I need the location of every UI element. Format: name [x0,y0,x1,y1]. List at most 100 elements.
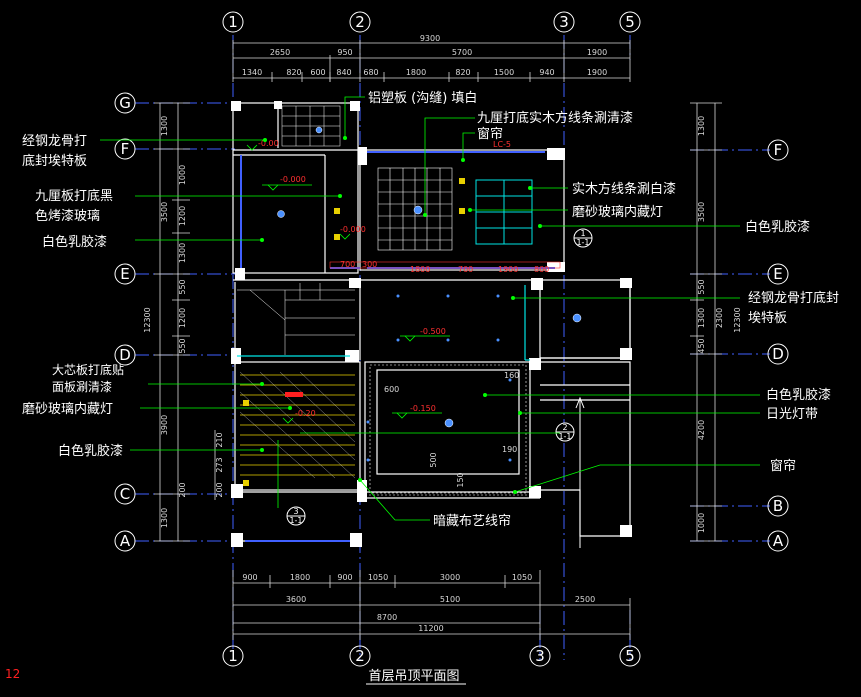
axis-bubbles-bottom [222,645,641,667]
dim-right-7: 1000 [697,513,706,533]
dim-left-inner-210: 210 [215,432,224,447]
section-2-number: 2 [562,423,567,432]
axis-top-1: 1 [228,13,238,31]
wall-sconces [243,178,465,486]
level-1: -0.000 [280,175,306,184]
label-curtain-right: 窗帘 [770,458,796,474]
dim-top-total: 9300 [420,34,440,43]
section-3-ref: 1-1 [289,516,302,525]
dim-top-r1-1: 950 [337,48,352,57]
dim-left-6: 550 [178,338,187,353]
hidden-curtain-lines [365,364,528,496]
axis-bubbles-top [222,11,641,33]
label-steel-keel-left-2: 底封埃特板 [22,153,87,169]
dining-pendant-lamp [285,392,303,397]
dim-top-r2-7: 1500 [494,68,514,77]
axis-bubbles-left [114,92,136,552]
dim-right-4: 2300 [715,308,724,328]
dim-bot-r2-2: 2500 [575,595,595,604]
axis-right-F: F [774,141,783,159]
walls [232,102,631,542]
top-dimension-lines [232,40,631,82]
dim-bot-r1-5: 1050 [512,573,532,582]
dim-top-r2-9: 1900 [587,68,607,77]
axis-bottom-2: 2 [355,647,365,665]
label-solid-wood-white: 实木方线条涮白漆 [572,181,676,197]
axis-bottom-3: 3 [535,647,545,665]
label-white-latex-left-2: 白色乳胶漆 [58,443,123,459]
axis-bubbles-right [767,139,789,552]
section-1-number: 1 [580,229,585,238]
dim-top-r1-3: 1900 [587,48,607,57]
axis-grid-lines [135,35,770,660]
dim-bot-r2-1: 5100 [440,595,460,604]
dim-top-r2-4: 680 [363,68,378,77]
label-hidden-curtain: 暗藏布艺线帘 [433,513,511,529]
axis-top-5: 5 [625,13,635,31]
level-2: -0.000 [340,225,366,234]
label-white-latex-left-1: 白色乳胶漆 [42,234,107,250]
upper-left-grid [281,105,341,147]
dim-bot-r2-0: 3600 [286,595,306,604]
label-nine-ply-wood: 九厘打底实木方线条涮清漆 [477,110,633,126]
label-nine-ply-black-1: 九厘板打底黑 [35,188,113,204]
label-blockboard-2: 面板涮清漆 [52,380,112,394]
light-fixtures [277,126,582,428]
dim-left-7: 3900 [160,415,169,435]
bottom-dimension-lines [232,570,631,640]
axis-left-F: F [121,140,130,158]
section-markers [286,228,593,526]
page-number: 12 [5,667,20,681]
dim-top-r1-0: 2650 [270,48,290,57]
dim-left-3: 1300 [178,243,187,263]
label-blockboard-1: 大芯板打底贴 [52,362,124,377]
label-daylight-strip: 日光灯带 [766,407,818,422]
section-3-number: 3 [293,507,298,516]
dim-top-r1-2: 5700 [452,48,472,57]
level-markers [246,144,450,424]
inner-dim-150: 150 [456,472,465,487]
strip-dim-3: 700 [458,265,473,274]
dim-top-r2-5: 1800 [406,68,426,77]
dim-bot-r3: 8700 [377,613,397,622]
dim-top-r2-8: 940 [539,68,554,77]
label-steel-keel-right-2: 埃特板 [748,311,787,326]
dim-left-2: 1200 [178,206,187,226]
right-dimension-lines [690,102,722,542]
inner-dim-600: 600 [384,385,399,394]
strip-dim-2: 1800 [410,265,430,274]
level-5: -0.00 [258,139,279,148]
entry-arrow [575,396,585,548]
axis-left-A: A [120,532,131,550]
strip-dim-0: 700 [340,260,355,269]
section-2-ref: 1-1 [558,432,571,441]
dim-bot-r1-1: 1800 [290,573,310,582]
dim-top-r2-0: 1340 [242,68,262,77]
axis-right-E: E [773,265,782,283]
inner-dim-190: 190 [502,445,517,454]
axis-bottom-1: 1 [228,647,238,665]
section-1-ref: 1-1 [576,238,589,247]
wood-lattice-right [475,179,533,245]
strip-dim-1: 300 [362,260,377,269]
dim-right-2: 550 [697,279,706,294]
dim-left-total-12300: 12300 [143,307,152,332]
label-white-latex-right-2: 白色乳胶漆 [766,387,831,403]
strip-dim-5: 800 [534,265,549,274]
dim-bot-r1-2: 900 [337,573,352,582]
dim-left-inner-200: 200 [215,482,224,497]
dim-left-0: 1300 [160,116,169,136]
leader-lines [100,96,760,521]
stairs [237,283,355,355]
label-white-latex-right-1: 白色乳胶漆 [745,219,810,235]
label-aluminum-plastic: 铝塑板 (沟缝) 填白 [368,90,477,106]
axis-top-3: 3 [559,13,569,31]
label-frosted-glass-right: 磨砂玻璃内藏灯 [572,204,663,220]
label-nine-ply-black-2: 色烤漆玻璃 [35,208,100,224]
axis-top-2: 2 [355,13,365,31]
leader-dots [260,136,542,494]
dim-bot-r1-3: 1050 [368,573,388,582]
dim-bot-r1-0: 900 [242,573,257,582]
dim-top-r2-2: 600 [310,68,325,77]
